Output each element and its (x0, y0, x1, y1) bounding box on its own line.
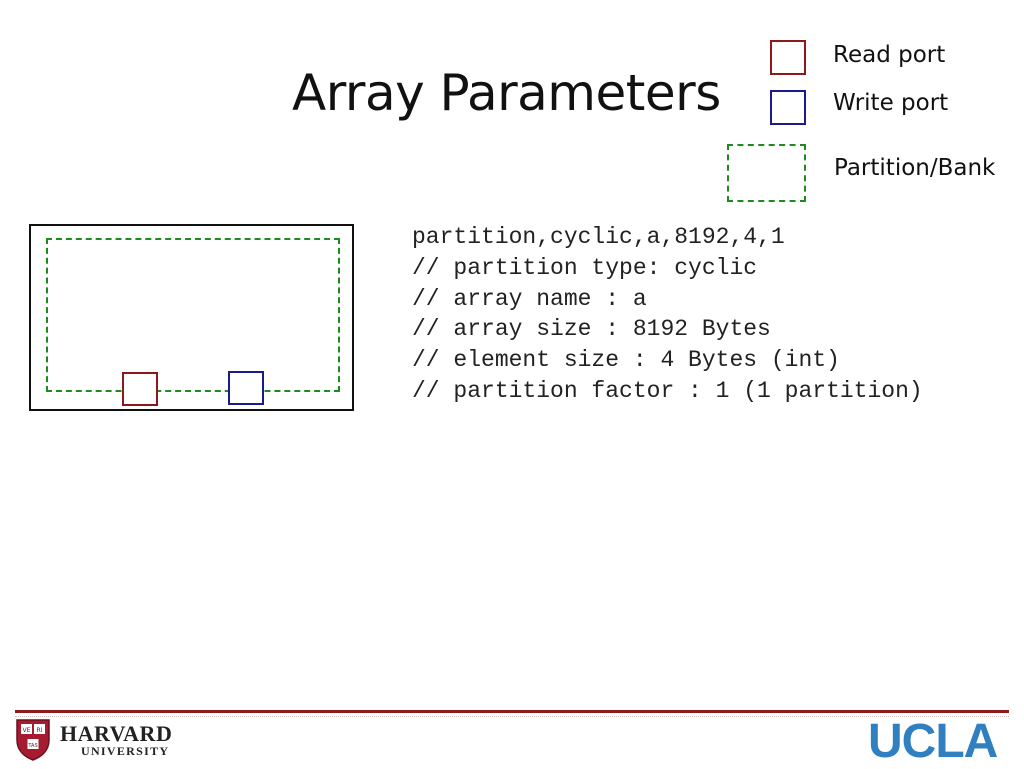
ucla-logo: UCLA (868, 715, 998, 768)
code-line-array-size: // array size : 8192 Bytes (412, 316, 771, 343)
code-line-array-name: // array name : a (412, 285, 647, 312)
code-line-partition-factor: // partition factor : 1 (1 partition) (412, 377, 923, 404)
harvard-wordmark: HARVARD (60, 721, 173, 746)
harvard-shield-logo: VE RI TAS (16, 719, 50, 761)
array-partition-bank (46, 238, 340, 392)
legend-write-port-label: Write port (833, 90, 949, 116)
code-block: partition,cyclic,a,8192,4,1 // partition … (412, 222, 923, 407)
array-write-port (228, 371, 264, 405)
legend-read-port-label: Read port (833, 42, 946, 68)
footer-dotted-line (15, 716, 1009, 717)
legend-partition-swatch (727, 144, 806, 202)
shield-text-tas: TAS (27, 743, 37, 749)
footer-divider (15, 710, 1009, 713)
shield-text-ri: RI (37, 727, 43, 734)
shield-text-ve: VE (23, 727, 31, 734)
code-line-partition-type: // partition type: cyclic (412, 254, 758, 281)
code-line-directive: partition,cyclic,a,8192,4,1 (412, 224, 785, 250)
legend-read-port-swatch (770, 40, 806, 75)
array-box (29, 224, 354, 411)
harvard-wordmark-sub: UNIVERSITY (81, 744, 170, 758)
legend-write-port-swatch (770, 90, 806, 125)
code-line-element-size: // element size : 4 Bytes (int) (412, 347, 840, 374)
array-read-port (122, 372, 158, 406)
slide-title: Array Parameters (292, 64, 721, 122)
legend-partition-label: Partition/Bank (834, 155, 996, 181)
